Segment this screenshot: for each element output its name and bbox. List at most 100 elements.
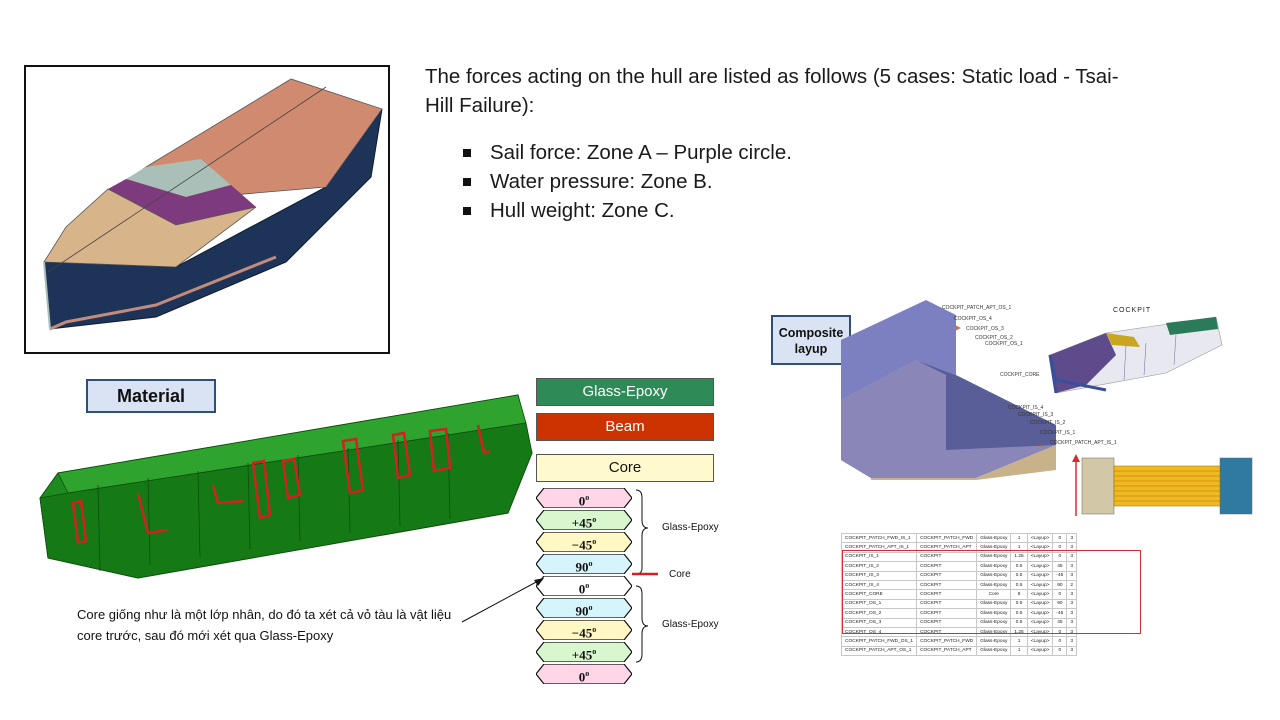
table-cell: COCKPIT_PATCH_APT_IS_1 (840, 542, 918, 553)
ply-layer: +45o (536, 642, 632, 662)
table-cell: <Layup> (1026, 570, 1054, 581)
table-cell: 0 (1052, 532, 1068, 544)
table-cell: COCKPIT_OS_4 (840, 626, 918, 638)
cockpit-model-image (1048, 316, 1223, 394)
table-cell: 3 (1066, 598, 1078, 610)
layup-label: COCKPIT_IS_3 (1018, 412, 1054, 418)
table-cell: <Layup> (1026, 645, 1054, 657)
table-cell: 90 (1052, 579, 1068, 591)
table-cell: 3 (1066, 551, 1078, 563)
hull-image-frame (24, 65, 390, 354)
table-cell: 8 (1010, 589, 1028, 600)
table-cell: COCKPIT_OS_1 (840, 598, 918, 610)
table-cell: COCKPIT_PATCH_APT_OS_1 (840, 645, 918, 657)
table-cell: COCKPIT_PATCH_FWD_OS_1 (840, 636, 918, 647)
hull-structure-image (39, 394, 533, 579)
layup-label: COCKPIT_OS_1 (985, 341, 1023, 347)
layup-label: COCKPIT_OS_2 (975, 335, 1013, 341)
table-cell: COCKPIT (916, 598, 978, 610)
table-cell: <Layup> (1026, 626, 1054, 638)
table-cell: Glass-Epoxy (976, 617, 1012, 628)
table-cell: COCKPIT_PATCH_APT (916, 645, 978, 657)
table-cell: <Layup> (1026, 617, 1054, 628)
table-cell: 0 (1052, 589, 1068, 600)
table-cell: 3 (1066, 532, 1078, 544)
layup-label: COCKPIT_OS_3 (966, 326, 1004, 332)
table-cell: COCKPIT (916, 617, 978, 628)
table-cell: 0 (1052, 551, 1068, 563)
ply-layer: 0o (536, 664, 632, 684)
ply-angle: 0o (578, 669, 590, 685)
table-cell: 0.5 (1010, 570, 1028, 581)
intro-paragraph: The forces acting on the hull are listed… (425, 65, 1119, 117)
table-cell: COCKPIT (916, 561, 978, 572)
layup-label: COCKPIT_IS_4 (1008, 405, 1044, 411)
table-cell: 0.5 (1010, 579, 1028, 591)
table-cell: COCKPIT_PATCH_FWD_IS_1 (840, 532, 918, 544)
table-cell: Glass-Epoxy (976, 551, 1012, 563)
table-cell: Glass-Epoxy (976, 636, 1012, 647)
ply-angle: 0o (578, 493, 590, 509)
legend-core: Core (536, 454, 714, 482)
table-cell: COCKPIT_OS_3 (840, 617, 918, 628)
layup-label: COCKPIT_PATCH_APT_OS_1 (942, 305, 1012, 311)
ply-layer: 90o (536, 598, 632, 618)
stack-label-bottom: Glass-Epoxy (662, 619, 719, 630)
table-cell: COCKPIT (916, 579, 978, 591)
table-cell: Glass-Epoxy (976, 542, 1012, 553)
table-cell: 1.25 (1010, 626, 1028, 638)
layup-label: COCKPIT_IS_1 (1040, 430, 1076, 436)
ply-angle: 90o (575, 603, 593, 619)
table-cell: <Layup> (1026, 608, 1054, 619)
table-cell: 45 (1052, 617, 1068, 628)
table-cell: -45 (1052, 570, 1068, 581)
table-cell: 1 (1010, 645, 1028, 657)
force-list: Sail force: Zone A – Purple circle. Wate… (460, 138, 792, 225)
table-cell: 1.25 (1010, 551, 1028, 563)
table-cell: 1 (1010, 532, 1028, 544)
cockpit-label: COCKPIT (1113, 307, 1152, 314)
ply-angle: −45o (571, 537, 597, 553)
table-cell: 1 (1010, 542, 1028, 553)
layup-label: COCKPIT_CORE (1000, 372, 1040, 378)
table-cell: COCKPIT (916, 589, 978, 600)
table-cell: <Layup> (1026, 561, 1054, 572)
ply-layer: 0o (536, 576, 632, 596)
table-cell: <Layup> (1026, 598, 1054, 610)
table-cell: 90 (1052, 598, 1068, 610)
table-cell: Glass-Epoxy (976, 579, 1012, 591)
table-cell: COCKPIT_PATCH_FWD (916, 636, 978, 647)
table-cell: 3 (1066, 617, 1078, 628)
ply-layer: −45o (536, 620, 632, 640)
ply-layer: 90o (536, 554, 632, 574)
table-cell: 0.5 (1010, 598, 1028, 610)
table-cell: Glass-Epoxy (976, 598, 1012, 610)
ply-angle: +45o (571, 515, 597, 531)
stack-braces (632, 489, 658, 663)
table-cell: 0 (1052, 626, 1068, 638)
table-cell: 3 (1066, 608, 1078, 619)
table-cell: <Layup> (1026, 551, 1054, 563)
table-cell: 0.5 (1010, 617, 1028, 628)
table-cell: COCKPIT_PATCH_FWD (916, 532, 978, 544)
ply-angle: 0o (578, 581, 590, 597)
note-arrow (461, 578, 544, 623)
table-cell: COCKPIT (916, 551, 978, 563)
ply-angle: 90o (575, 559, 593, 575)
ply-angle: −45o (571, 625, 597, 641)
table-cell: Glass-Epoxy (976, 561, 1012, 572)
table-cell: COCKPIT_IS_2 (840, 561, 918, 572)
stack-label-top: Glass-Epoxy (662, 522, 719, 533)
table-cell: Glass-Epoxy (976, 626, 1012, 638)
table-cell: 1 (1010, 636, 1028, 647)
